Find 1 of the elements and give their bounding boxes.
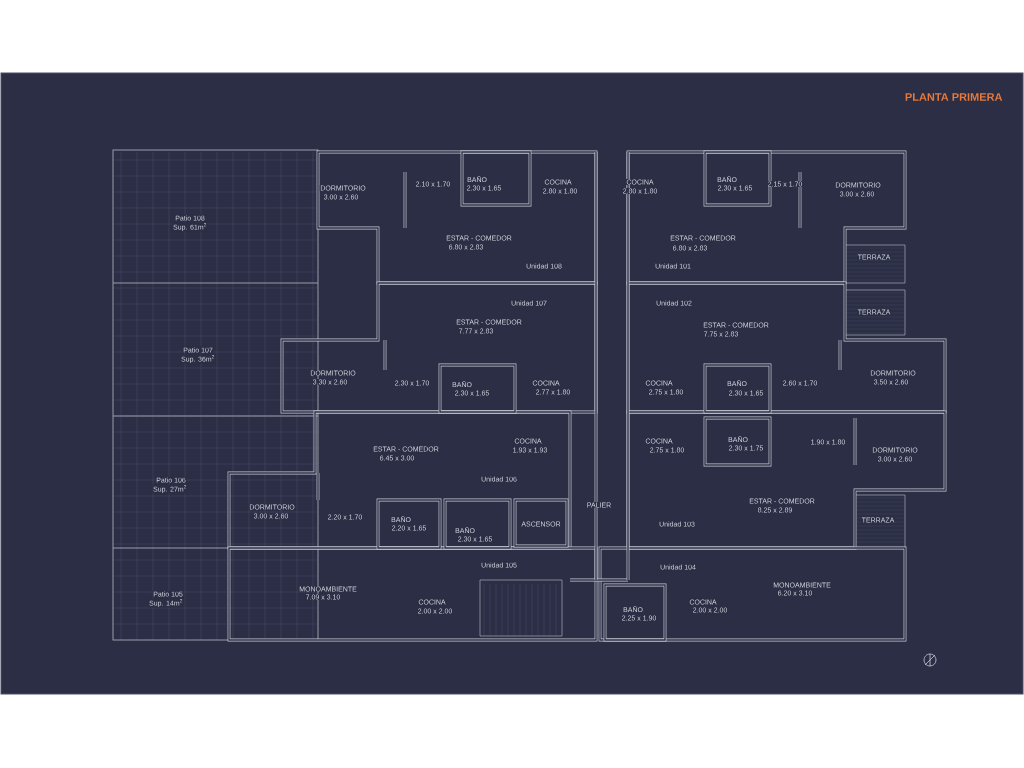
title: PLANTA PRIMERA	[905, 93, 1003, 101]
